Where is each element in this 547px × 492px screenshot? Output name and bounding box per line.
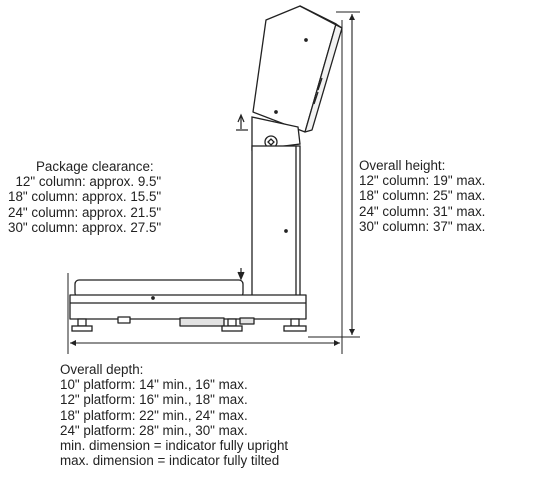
indicator-head: [252, 5, 343, 133]
overall-depth-title: Overall depth:: [60, 362, 144, 377]
overall-height-line: 18" column: 25" max.: [359, 188, 486, 204]
package-clearance-line: 18" column: approx. 15.5": [8, 189, 162, 205]
platform: [69, 279, 307, 327]
package-clearance-line: 12" column: approx. 9.5": [15, 174, 162, 190]
overall-height-line: 24" column: 31" max.: [359, 203, 486, 219]
overall-depth-note: min. dimension = indicator fully upright: [60, 438, 289, 454]
column: [251, 145, 301, 310]
overall-depth-callout: Overall depth: 10" platform: 14" min., 1…: [60, 362, 288, 468]
package-clearance-callout: Package clearance: 12" column: approx. 9…: [8, 159, 161, 235]
overall-height-title: Overall height:: [359, 158, 446, 173]
package-clearance-line: 30" column: approx. 27.5": [8, 219, 162, 235]
overall-depth-line: 12" platform: 16" min., 18" max.: [60, 392, 248, 408]
overall-depth-note: max. dimension = indicator fully tilted: [60, 453, 280, 469]
overall-height-line: 12" column: 19" max.: [359, 173, 486, 189]
clearance-arrow-top: [236, 113, 248, 131]
feet: [71, 318, 307, 332]
hinge-bracket: [251, 116, 301, 151]
overall-depth-line: 18" platform: 22" min., 24" max.: [60, 407, 248, 423]
overall-height-line: 30" column: 37" max.: [359, 218, 486, 234]
package-clearance-line: 24" column: approx. 21.5": [8, 204, 162, 220]
overall-depth-line: 10" platform: 14" min., 16" max.: [60, 377, 248, 393]
package-clearance-title: Package clearance:: [36, 159, 154, 174]
overall-depth-line: 24" platform: 28" min., 30" max.: [60, 422, 248, 438]
clearance-arrow-bottom: [237, 268, 245, 281]
overall-height-callout: Overall height: 12" column: 19" max. 18"…: [359, 158, 485, 234]
